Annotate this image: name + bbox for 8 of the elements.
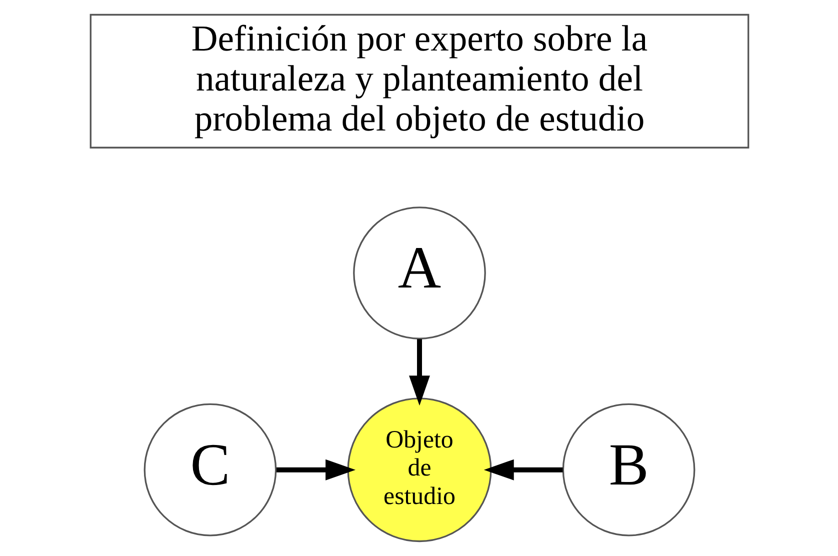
arrow [408, 339, 430, 406]
node-box: Definición por experto sobre la naturaleza y planteamiento del problema del objeto de estudio [89, 14, 749, 148]
node-circle: C [143, 403, 276, 536]
node-circle: Objeto de estudio [346, 398, 492, 542]
arrow [276, 459, 355, 480]
node-circle: A [352, 206, 486, 340]
arrow [483, 459, 562, 480]
node-circle: B [562, 403, 695, 536]
